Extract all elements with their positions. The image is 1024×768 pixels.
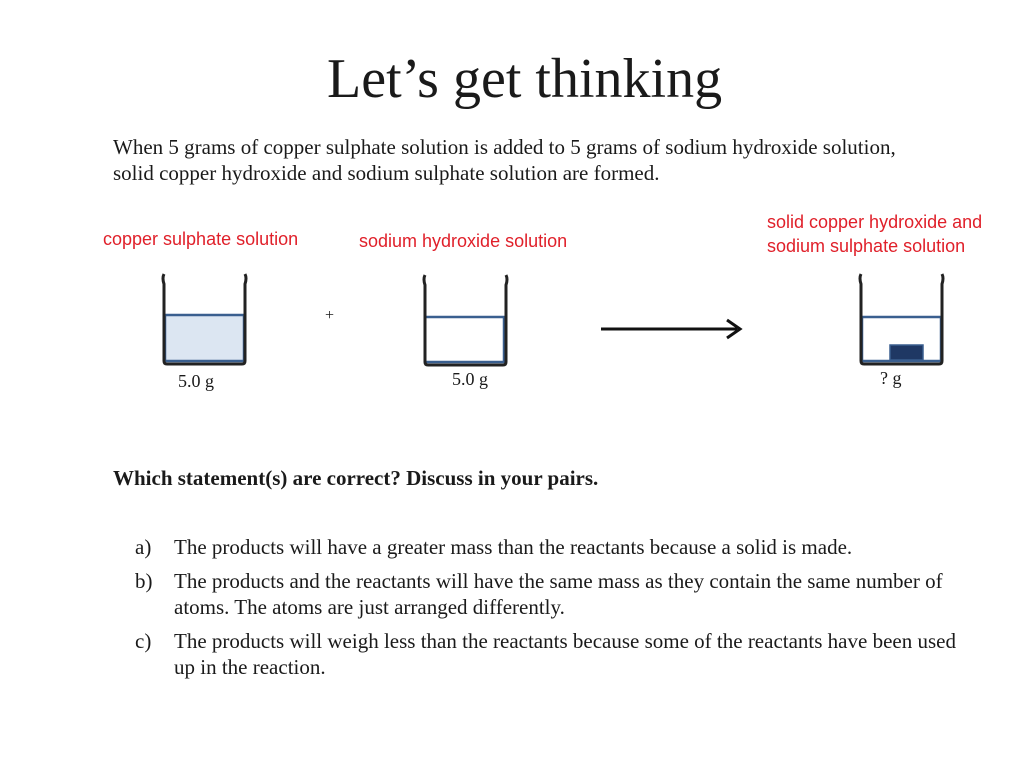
answer-options: a) The products will have a greater mass… [135,534,975,688]
option-letter: a) [135,535,152,559]
label-products-line1: solid copper hydroxide and [767,212,983,232]
option-letter: c) [135,629,152,653]
option-text: The products and the reactants will have… [174,569,943,619]
question-heading: Which statement(s) are correct? Discuss … [113,466,599,490]
liquid-copper-sulphate [163,313,246,363]
beaker-glass-copper-sulphate [161,273,248,366]
mass-products: ? g [880,368,902,388]
option-b: b) The products and the reactants will h… [135,568,975,620]
option-c: c) The products will weigh less than the… [135,628,975,680]
option-letter: b) [135,569,153,593]
slide-title: Let’s get thinking [327,48,723,110]
beaker-glass-products [858,273,945,366]
beaker-products [858,273,945,366]
label-sodium-hydroxide: sodium hydroxide solution [359,231,568,251]
reaction-arrow [601,318,743,340]
liquid-sodium-hydroxide [423,315,506,364]
option-a: a) The products will have a greater mass… [135,534,975,560]
label-products: solid copper hydroxide and sodium sulpha… [767,210,982,258]
plus-sign: + [325,307,335,324]
intro-paragraph: When 5 grams of copper sulphate solution… [113,135,896,185]
option-text: The products will have a greater mass th… [174,535,853,559]
label-products-line2: sodium sulphate solution [767,236,966,256]
precipitate-copper-hydroxide [889,344,924,361]
beaker-glass-sodium-hydroxide [422,274,509,367]
mass-sodium-hydroxide: 5.0 g [452,369,488,389]
beaker-sodium-hydroxide [422,274,509,367]
mass-copper-sulphate: 5.0 g [178,371,214,391]
label-copper-sulphate: copper sulphate solution [103,229,299,249]
beaker-copper-sulphate [161,273,248,366]
option-text: The products will weigh less than the re… [174,629,956,679]
